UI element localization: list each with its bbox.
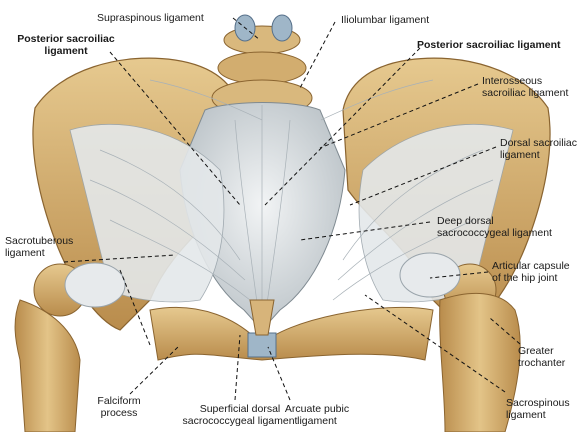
label-sacrotuberous: Sacrotuberous ligament: [5, 235, 74, 259]
label-interosseous-sacroiliac: Interosseous sacroiliac ligament: [482, 75, 569, 99]
right-hip-capsule: [399, 252, 461, 298]
leader-lines: [63, 17, 521, 401]
label-dorsal-sacroiliac: Dorsal sacroiliac ligament: [500, 137, 578, 161]
pubic-arch: [149, 306, 434, 361]
pubic-symphysis: [247, 332, 277, 358]
label-supraspinous-ligament: Supraspinous ligament: [97, 12, 204, 24]
label-greater-trochanter: Greater trochanter: [518, 345, 566, 369]
label-posterior-sacroiliac-left: Posterior sacroiliac ligament: [17, 33, 115, 57]
label-superficial-dorsal-sacrococcygeal: Superficial dorsal sacrococcygeal ligame…: [182, 403, 298, 427]
label-posterior-sacroiliac-right: Posterior sacroiliac ligament: [417, 39, 561, 51]
left-hip-capsule: [64, 262, 126, 308]
label-sacrospinous: Sacrospinous ligament: [506, 397, 570, 421]
lumbar-vertebrae: [211, 14, 313, 117]
label-arcuate-pubic: Arcuate pubic ligament: [284, 403, 350, 427]
coccyx: [249, 299, 275, 336]
ligament-fibers: [89, 79, 494, 320]
label-deep-dorsal-sacrococcygeal: Deep dorsal sacrococcygeal ligament: [437, 215, 552, 239]
label-articular-capsule-hip: Articular capsule of the hip joint: [492, 260, 570, 284]
label-iliolumbar-ligament: Iliolumbar ligament: [341, 14, 430, 26]
label-falciform-process: Falciform process: [97, 395, 141, 419]
